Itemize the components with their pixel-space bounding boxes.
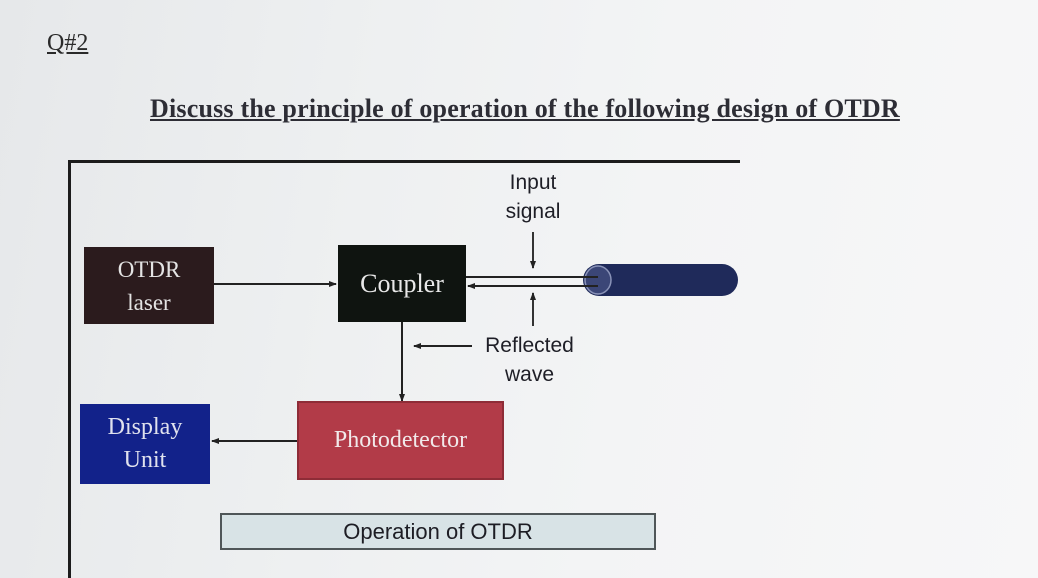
otdr-laser-label-line2: laser (127, 289, 171, 315)
display-unit-label-line2: Unit (123, 447, 167, 473)
display-unit-box: Display Unit (80, 404, 210, 484)
frame-top-border (68, 160, 740, 163)
coupler-box: Coupler (338, 245, 466, 322)
diagram-caption: Operation of OTDR (220, 513, 656, 550)
photodetector-box: Photodetector (297, 401, 504, 480)
reflected-wave-label: Reflected wave (472, 331, 587, 389)
question-number: Q#2 (47, 30, 89, 56)
input-signal-label-line2: signal (505, 200, 561, 223)
coupler-label: Coupler (360, 268, 444, 298)
optical-fiber (583, 264, 738, 296)
reflected-wave-label-line1: Reflected (485, 334, 574, 357)
question-text: Discuss the principle of operation of th… (150, 94, 900, 123)
otdr-laser-label-line1: OTDR (117, 256, 181, 282)
frame-left-border (68, 160, 71, 578)
input-signal-label: Input signal (488, 168, 578, 226)
otdr-laser-box: OTDR laser (84, 247, 214, 324)
input-signal-label-line1: Input (509, 171, 557, 194)
photodetector-label: Photodetector (333, 427, 468, 453)
display-unit-label-line1: Display (107, 414, 183, 440)
fiber-end (584, 265, 612, 295)
reflected-wave-label-line2: wave (504, 363, 555, 386)
diagram-caption-text: Operation of OTDR (343, 518, 533, 544)
